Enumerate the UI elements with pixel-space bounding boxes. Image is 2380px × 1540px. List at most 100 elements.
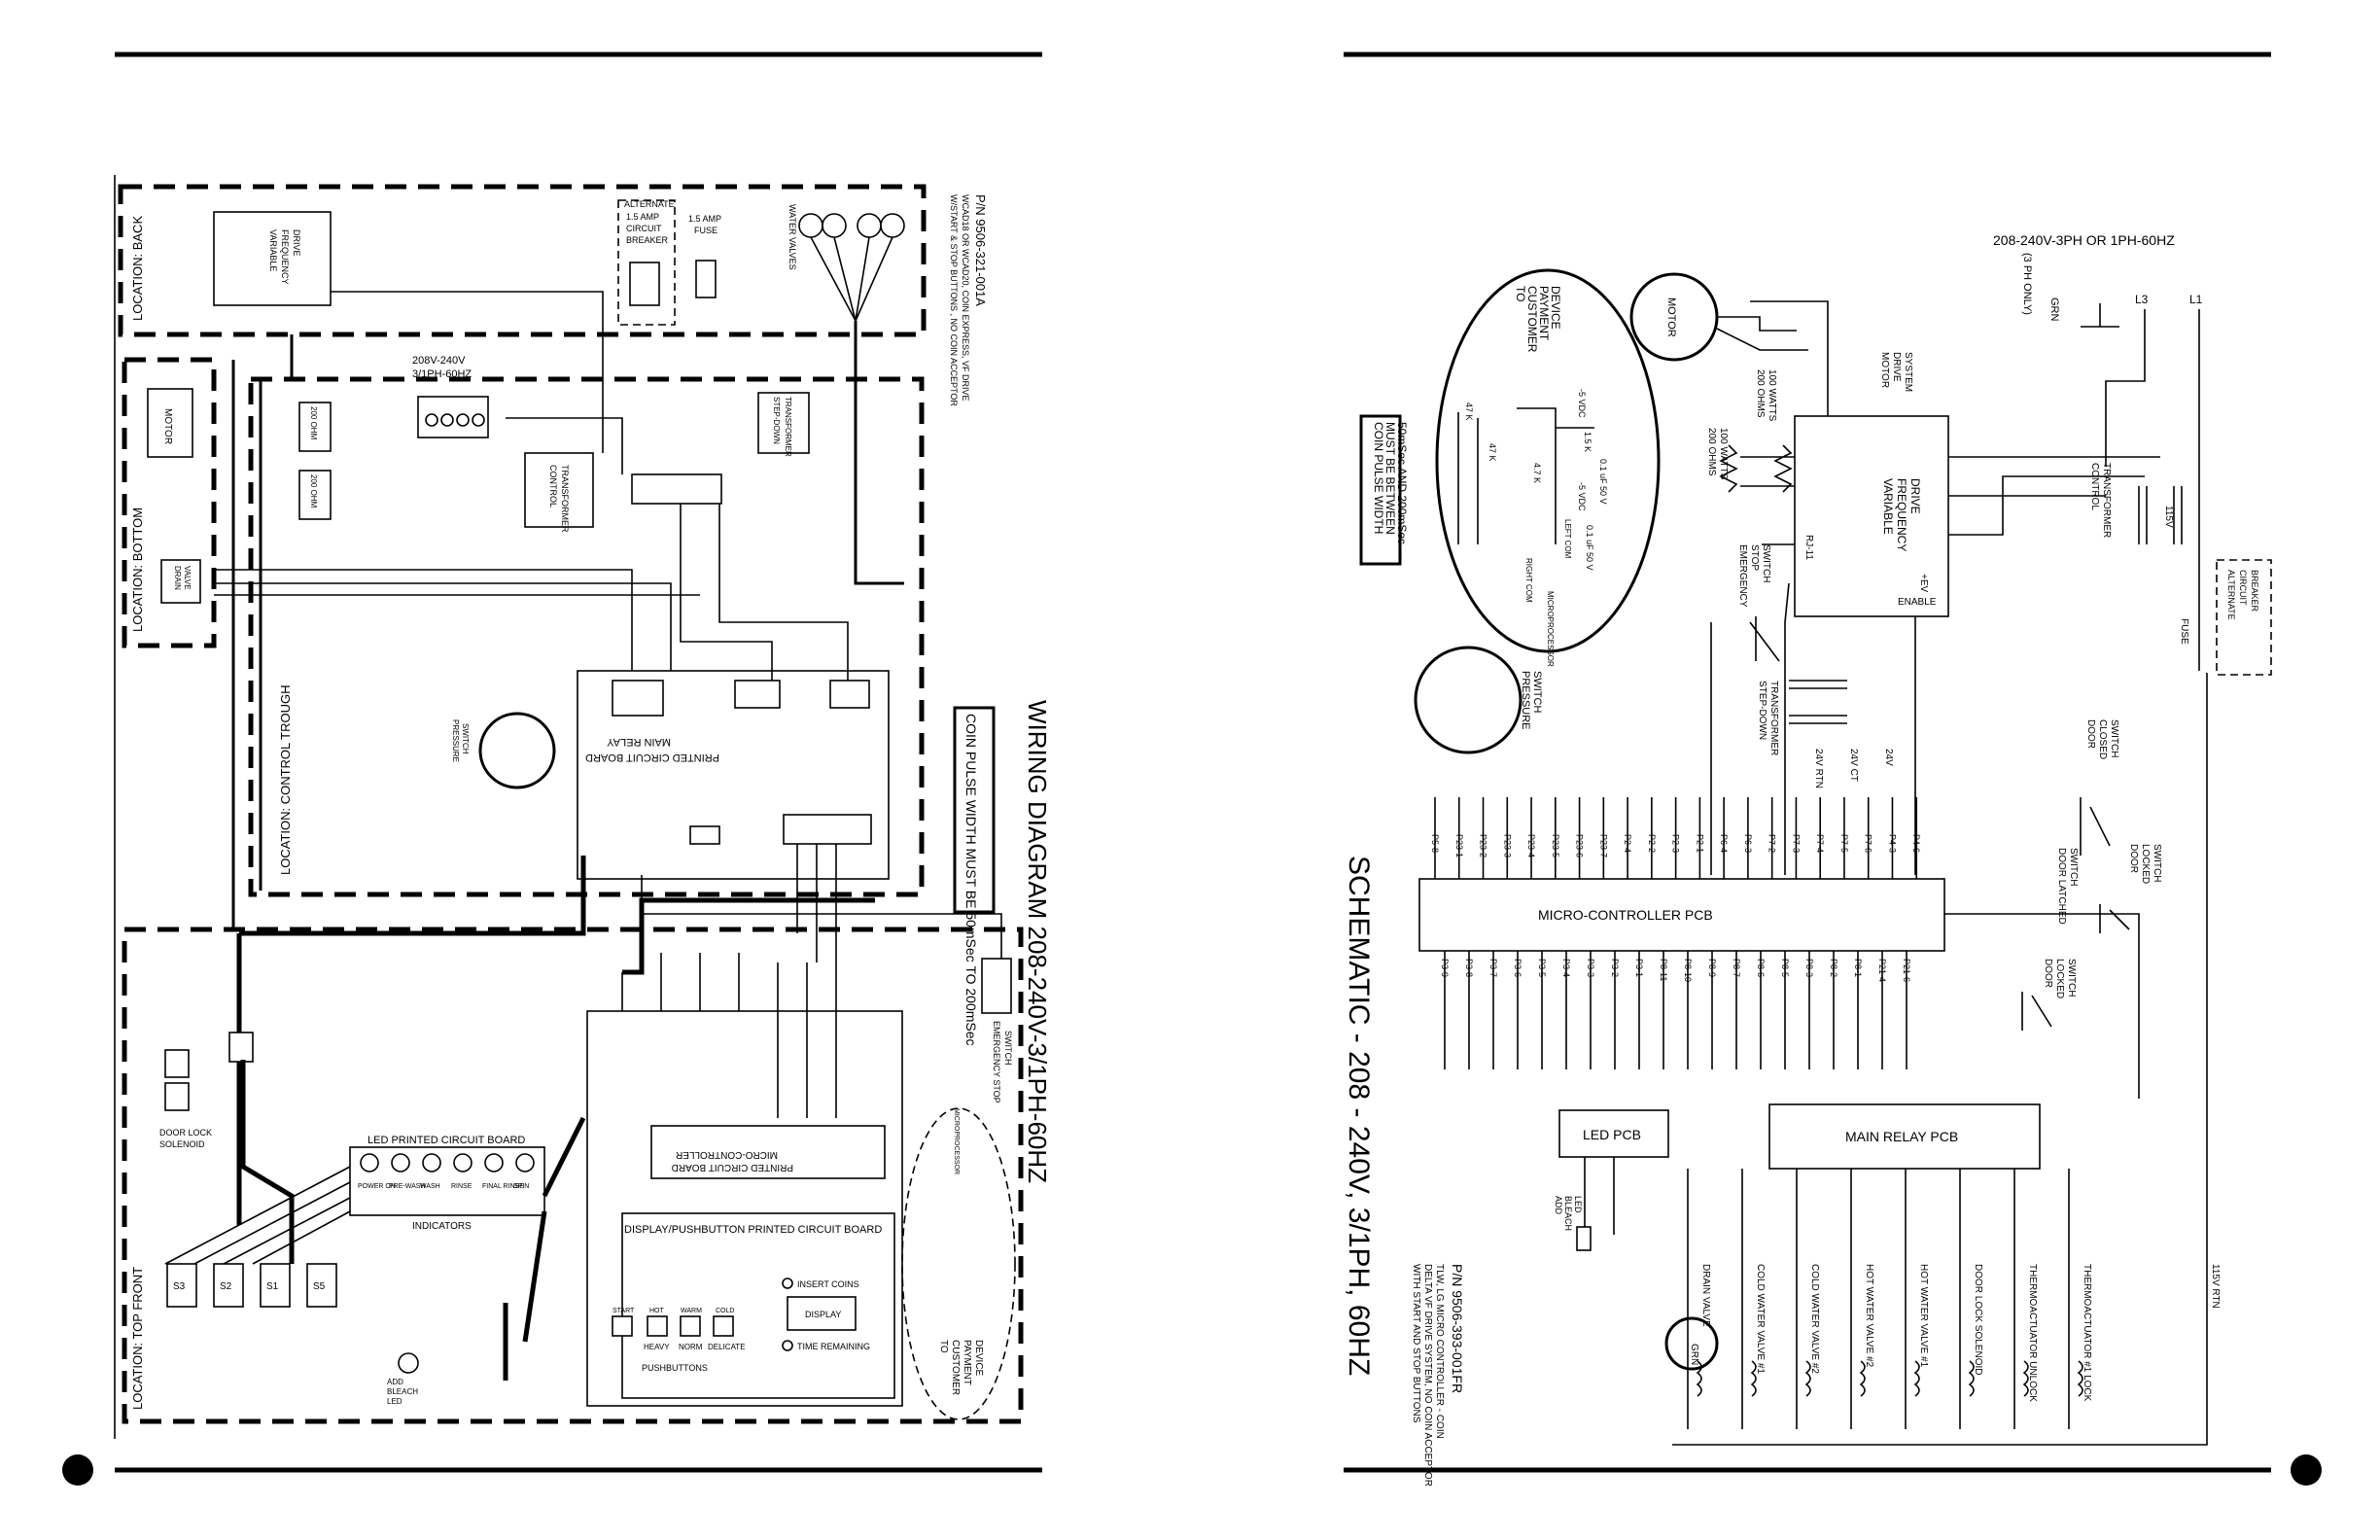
button-delicate-label: DELICATE	[708, 1343, 746, 1351]
resistor-1-box	[298, 402, 332, 452]
pin-label: P2-4	[1623, 834, 1632, 853]
supply-ground-label: GRN	[2048, 298, 2060, 322]
payment-to: TO	[1514, 286, 1527, 301]
led-board	[349, 1146, 545, 1216]
micro-controller-label-2: PRINTED CIRCUIT BOARD	[672, 1162, 793, 1172]
control-transformer-schematic-2: TRANSFORMER	[2101, 463, 2112, 538]
breaker-body	[629, 262, 660, 306]
pin-label: P8-6	[1756, 959, 1766, 977]
left-hole-punch	[62, 1454, 93, 1486]
load-coil	[1859, 1360, 1866, 1397]
connector-p19	[829, 680, 870, 709]
micro-controller-pcb	[1418, 878, 1945, 952]
connector-p16	[783, 814, 872, 845]
add-bleach-led-schematic	[1576, 1226, 1592, 1251]
load-coil	[1913, 1360, 1920, 1397]
terminal-strip	[631, 473, 722, 505]
cap-1-label: 0.1 uF 50 V	[1598, 459, 1608, 505]
coin-note-3: 50mSec AND 200mSec	[1395, 422, 1409, 544]
coin-note-1: COIN PULSE WIDTH	[1372, 422, 1385, 534]
payment-label-2: CUSTOMER	[950, 1340, 961, 1395]
main-harness	[231, 321, 904, 929]
pin-label: P3-2	[1610, 959, 1620, 977]
door-switch-label: S3	[173, 1281, 186, 1292]
add-bleach-label-2: BLEACH	[387, 1387, 418, 1396]
load-label: HOT WATER VALVE #2	[1864, 1264, 1874, 1368]
region-top-front	[122, 927, 1024, 1424]
vfd-box	[213, 211, 332, 306]
door-closed-1: DOOR	[2085, 719, 2096, 749]
motor-box	[147, 388, 193, 458]
wiring-part-note-2: W/START & STOP BUTTONS , NO COIN ACCEPTO…	[949, 194, 959, 406]
delicate-button	[713, 1315, 734, 1337]
vfd-schematic-box	[1794, 415, 1949, 617]
pin-label: P4-3	[1887, 834, 1897, 853]
load-coil	[1750, 1360, 1757, 1397]
led-board-label: LED PRINTED CIRCUIT BOARD	[368, 1135, 525, 1146]
start-button	[612, 1315, 633, 1337]
motor-drive-3: SYSTEM	[1903, 352, 1913, 392]
pin-label: P3-3	[1586, 959, 1595, 977]
location-bottom-label: LOCATION: BOTTOM	[130, 508, 145, 632]
load-label: DOOR LOCK SOLENOID	[1973, 1264, 1983, 1375]
drain-valve-label-2: VALVE	[183, 566, 192, 590]
valve-harness	[810, 236, 893, 322]
right-hole-punch	[2291, 1454, 2322, 1486]
vfd-power-leads	[1914, 456, 2160, 875]
vfd-enable-label: ENABLE	[1898, 597, 1937, 608]
resistor-a-1: 200 OHMS	[1755, 369, 1766, 418]
control-transformer-windings	[2138, 486, 2183, 544]
payment-customer: CUSTOMER	[1525, 286, 1539, 353]
misc-wiring	[1710, 300, 1829, 875]
estop-schematic-2: STOP	[1749, 544, 1760, 571]
vfd-label-2: FREQUENCY	[280, 229, 290, 285]
relay-to-front-harness	[641, 844, 1002, 972]
stepdown-transformer-box	[757, 392, 810, 454]
load-coil	[2022, 1360, 2029, 1397]
pin-label: P23-1	[1454, 834, 1464, 858]
thermoactuator-lock	[164, 1049, 190, 1078]
fuse-label-2: FUSE	[694, 226, 718, 235]
schematic-title: SCHEMATIC - 208 - 240V, 3/1PH, 60HZ	[1343, 856, 1375, 1376]
estop-schematic-3: SWITCH	[1761, 544, 1771, 582]
payment-payment: PAYMENT	[1537, 286, 1551, 341]
microprocessor-label: MICROPROCESSOR	[953, 1108, 960, 1174]
breaker-label-3: CIRCUIT	[626, 224, 662, 233]
door-switch-label: S5	[313, 1281, 326, 1292]
payment-interface-oval	[901, 1107, 1016, 1420]
terminal-l1	[456, 413, 470, 427]
payment-label-1: TO	[938, 1340, 949, 1353]
pushbutton-row: START HOT WARM COLD HEAVY NORM DELICATE	[612, 1308, 746, 1351]
door-lock-label-1: DOOR LOCK	[159, 1128, 212, 1138]
drain-valve-label-1: DRAIN	[173, 566, 182, 590]
indicators-label: INDICATORS	[412, 1221, 472, 1232]
button-heavy-label: HEAVY	[644, 1343, 670, 1351]
wiring-part-note-1: WCAD18 OR WCAD20, COIN EXPRESS, VF DRIVE	[961, 194, 970, 402]
vfd-ev-label: +EV	[1918, 574, 1929, 593]
pin-label: P3-1	[1634, 959, 1644, 977]
door-locked-a-2: LOCKED	[2140, 844, 2151, 884]
time-remaining-label: TIME REMAINING	[797, 1342, 870, 1351]
led-pcb-leads	[1584, 1157, 1615, 1235]
pushbuttons-label: PUSHBUTTONS	[642, 1363, 708, 1373]
schematic-breaker-2: CIRCUIT	[2238, 570, 2248, 606]
vfd-schematic-1: VARIABLE	[1881, 478, 1895, 535]
location-top-front-label: LOCATION: TOP FRONT	[130, 1267, 145, 1410]
add-bleach-schematic-1: ADD	[1554, 1196, 1563, 1215]
add-bleach-schematic-2: BLEACH	[1563, 1196, 1573, 1231]
control-transformer-label-2: TRANSFORMER	[560, 465, 570, 533]
estop-schematic-1: EMERGENCY	[1737, 544, 1748, 608]
vdc-2-label: -5 VDC	[1577, 482, 1587, 511]
drain-valve-box	[160, 559, 201, 604]
pin-label: P23-4	[1526, 834, 1536, 858]
pin-label: P2-2	[1647, 834, 1657, 853]
supply-lines	[2081, 303, 2200, 671]
pin-label: P23-6	[1575, 834, 1585, 858]
pin-label: P3-4	[1561, 959, 1571, 977]
add-bleach-label-3: LED	[387, 1397, 402, 1406]
stepdown-label-1: STEP-DOWN	[772, 397, 781, 444]
payment-label-4: DEVICE	[973, 1340, 984, 1377]
